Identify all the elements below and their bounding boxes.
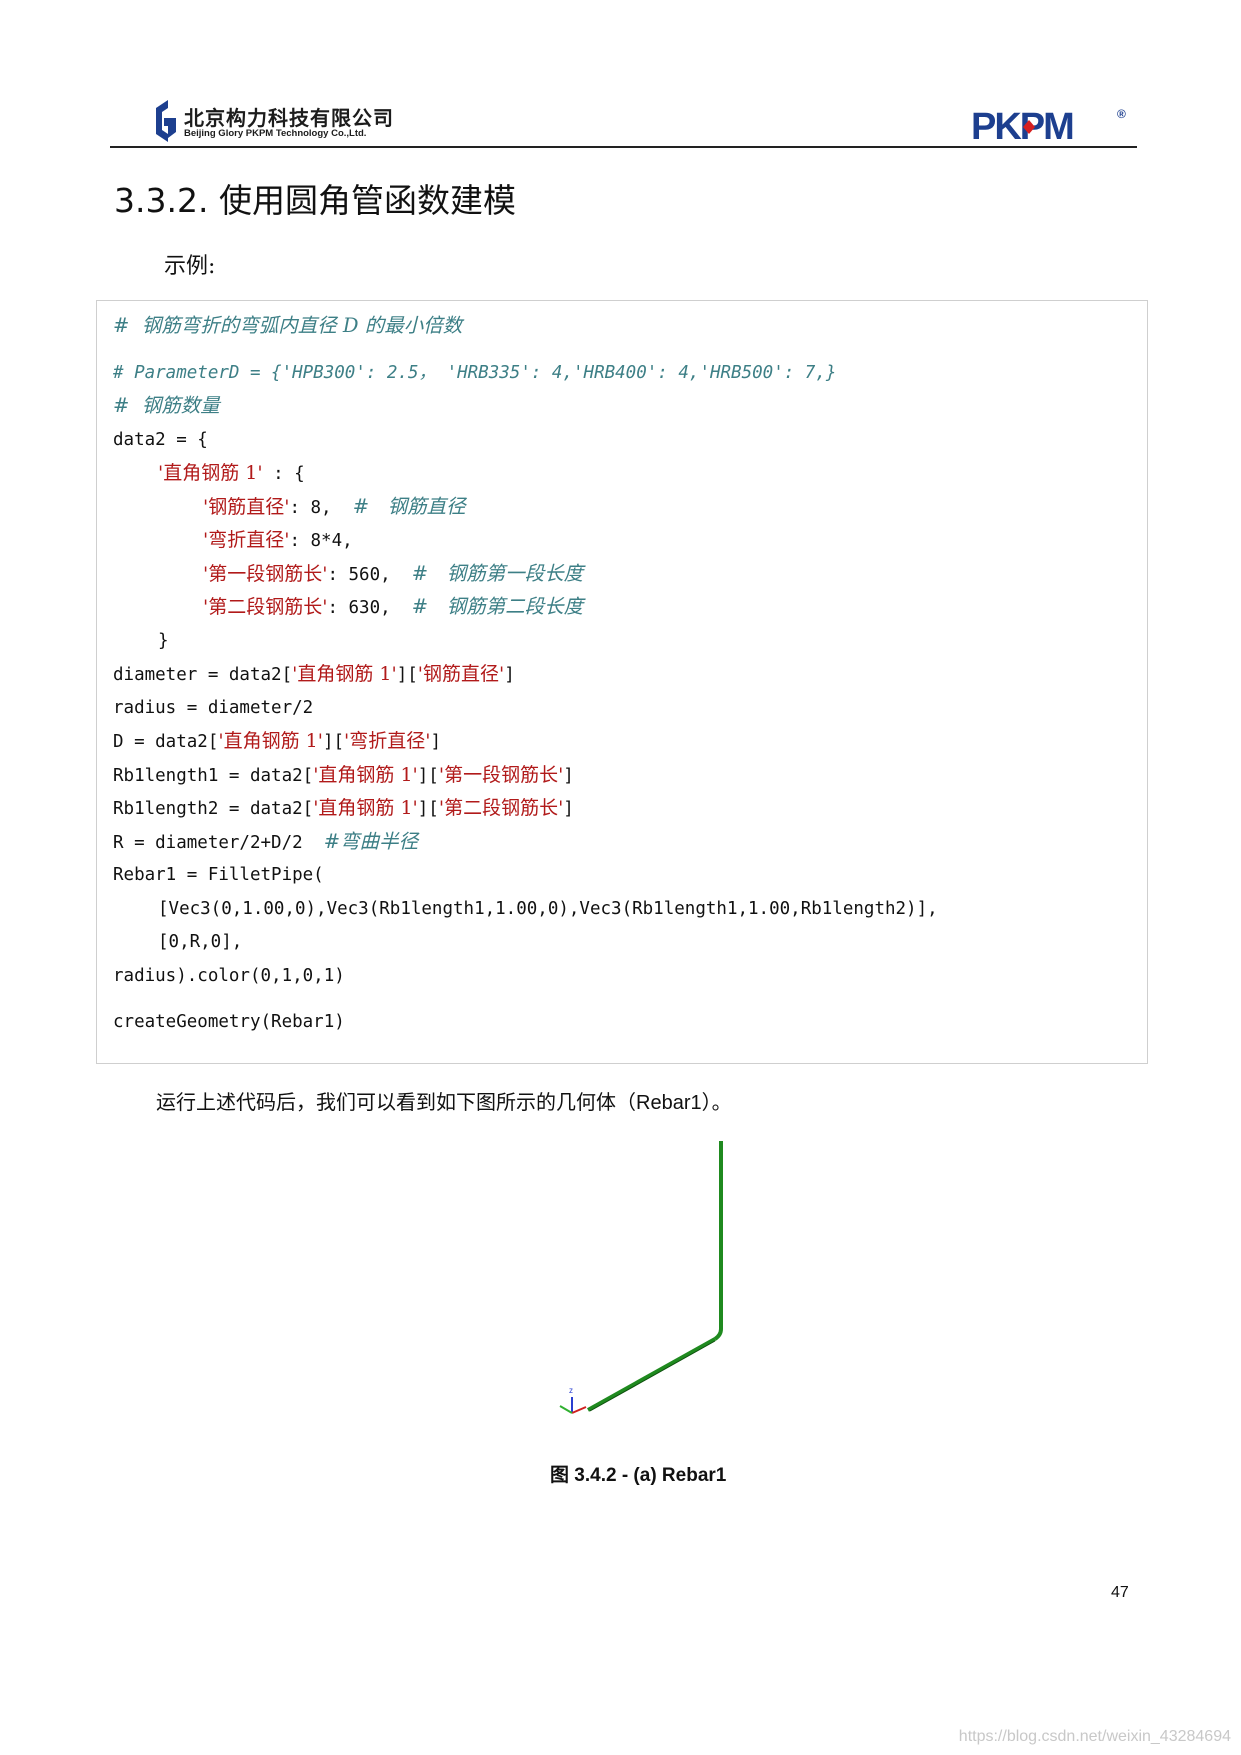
code-line-1: # 钢筋弯折的弯弧内直径 D 的最小倍数 (113, 314, 463, 337)
code-line-6: '钢筋直径': 8, # 钢筋直径 (203, 495, 466, 518)
y-axis-icon (559, 1405, 573, 1414)
example-label: 示例: (164, 254, 216, 279)
header-divider (110, 146, 1137, 148)
company-logo-icon (156, 100, 176, 142)
code-line-20: radius).color(0,1,0,1) (113, 966, 345, 986)
code-line-8: '第一段钢筋长': 560, # 钢筋第一段长度 (203, 562, 584, 585)
z-axis-label: z (569, 1386, 573, 1395)
code-line-10: } (158, 631, 169, 651)
code-line-19: [0,R,0], (158, 932, 243, 952)
code-line-4: data2 = { (113, 430, 208, 450)
page-number: 47 (1111, 1584, 1129, 1601)
code-line-3: # 钢筋数量 (113, 394, 220, 417)
figure-caption: 图 3.4.2 - (a) Rebar1 (550, 1465, 727, 1486)
result-description: 运行上述代码后，我们可以看到如下图所示的几何体（Rebar1）。 (156, 1090, 732, 1114)
x-axis-icon (571, 1406, 587, 1414)
pkpm-brand-text: PKPM (971, 106, 1073, 146)
code-line-15: Rb1length2 = data2['直角钢筋 1']['第二段钢筋长'] (113, 797, 574, 819)
code-line-5: '直角钢筋 1' : { (158, 462, 305, 484)
company-name-en: Beijing Glory PKPM Technology Co.,Ltd. (184, 128, 367, 139)
code-line-13: D = data2['直角钢筋 1']['弯折直径'] (113, 730, 442, 752)
registered-mark: ® (1117, 107, 1126, 121)
rebar-diagonal-segment (587, 1337, 716, 1412)
code-line-12: radius = diameter/2 (113, 698, 314, 718)
section-title: 3.3.2. 使用圆角管函数建模 (114, 181, 516, 220)
code-line-2: # ParameterD = {'HPB300': 2.5， 'HRB335':… (113, 363, 837, 383)
code-block: # 钢筋弯折的弯弧内直径 D 的最小倍数 # ParameterD = {'HP… (96, 300, 1148, 1064)
code-line-14: Rb1length1 = data2['直角钢筋 1']['第一段钢筋长'] (113, 764, 574, 786)
code-line-7: '弯折直径': 8*4, (203, 529, 353, 551)
page-header: 北京构力科技有限公司 Beijing Glory PKPM Technology… (110, 96, 1137, 148)
rebar-figure: z (559, 1141, 723, 1414)
code-line-17: Rebar1 = FilletPipe( (113, 865, 324, 885)
pkpm-diamond-icon (1023, 120, 1035, 134)
rebar-shadow (589, 1340, 716, 1412)
pkpm-logo-icon: PKPM ® (971, 106, 1126, 146)
company-name-cn: 北京构力科技有限公司 (184, 106, 394, 130)
code-line-16: R = diameter/2+D/2 #弯曲半径 (113, 830, 419, 853)
code-line-21: createGeometry(Rebar1) (113, 1012, 345, 1032)
code-line-18: [Vec3(0,1.00,0),Vec3(Rb1length1,1.00,0),… (158, 899, 938, 919)
code-line-9: '第二段钢筋长': 630, # 钢筋第二段长度 (203, 595, 584, 618)
rebar-bend (713, 1328, 723, 1341)
watermark-url: https://blog.csdn.net/weixin_43284694 (958, 1728, 1231, 1745)
code-line-11: diameter = data2['直角钢筋 1']['钢筋直径'] (113, 663, 515, 685)
